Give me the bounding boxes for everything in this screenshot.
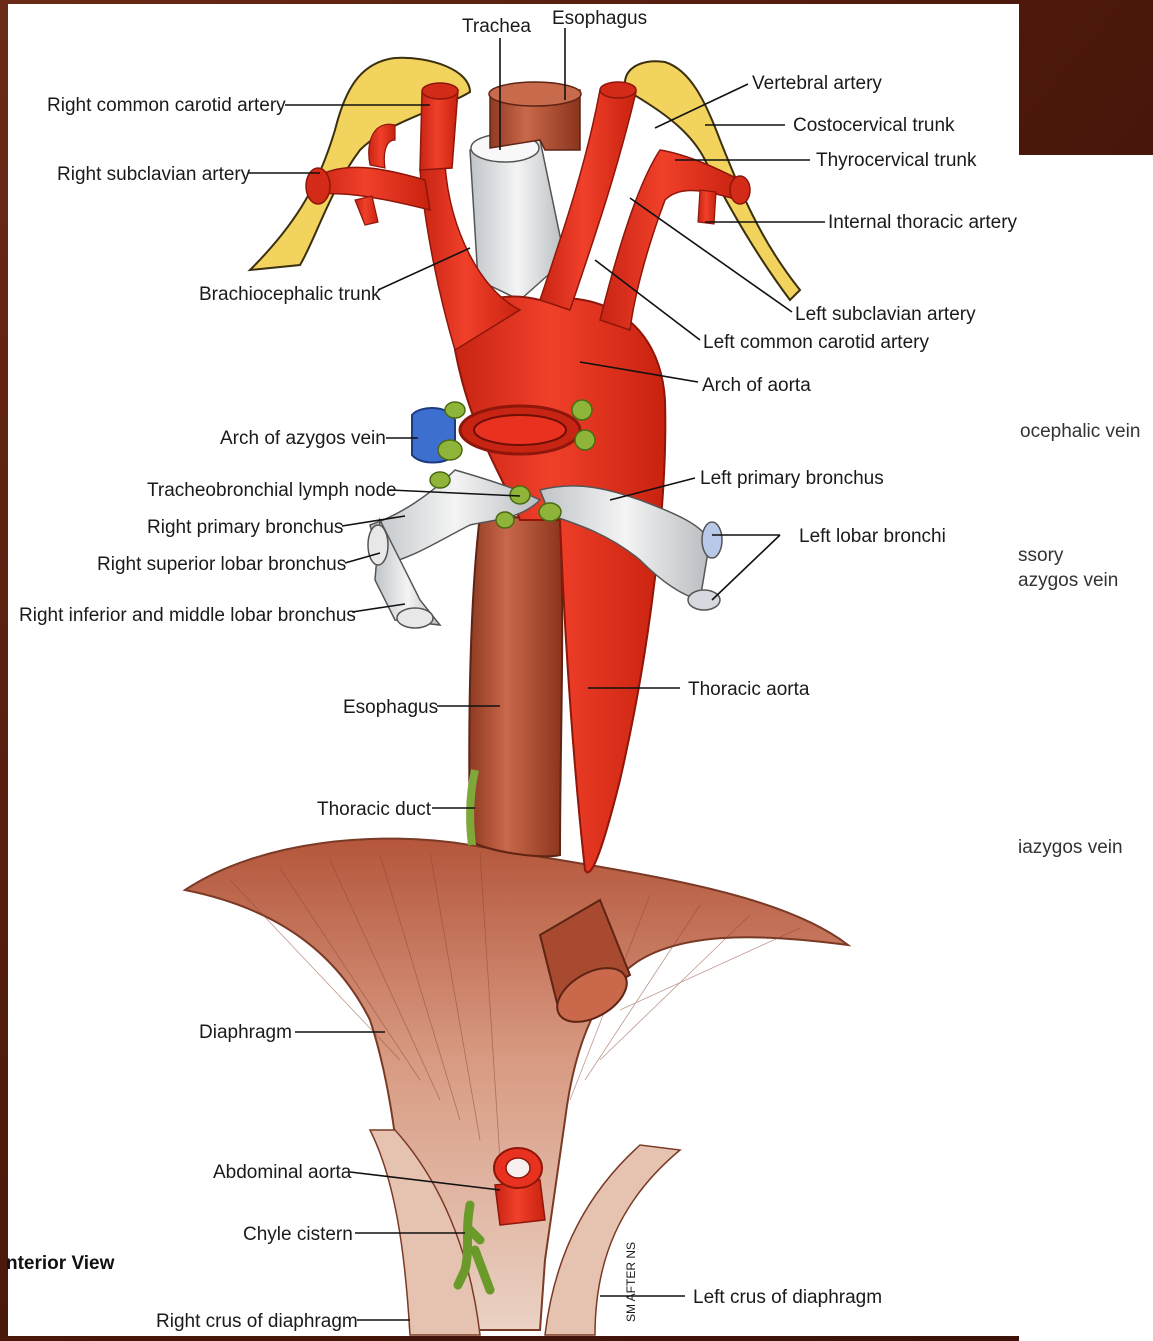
label-abdominal-aorta: Abdominal aorta [213, 1162, 352, 1183]
label-right-superior-lobar: Right superior lobar bronchus [97, 554, 346, 575]
label-left-lobar-bronchi: Left lobar bronchi [799, 526, 946, 547]
fragment-accessory-2: azygos vein [1018, 570, 1118, 591]
label-tracheobronchial-node: Tracheobronchial lymph node [147, 480, 397, 501]
label-diaphragm: Diaphragm [199, 1022, 292, 1043]
label-brachiocephalic-trunk: Brachiocephalic trunk [199, 284, 381, 305]
esophagus-top-shape [489, 82, 581, 150]
label-thyrocervical-trunk: Thyrocervical trunk [816, 150, 977, 171]
artist-signature: SM AFTER NS [624, 1242, 638, 1322]
right-text-panel [1019, 155, 1153, 1341]
label-internal-thoracic-artery: Internal thoracic artery [828, 212, 1018, 233]
label-thoracic-aorta: Thoracic aorta [688, 679, 810, 700]
label-left-common-carotid: Left common carotid artery [703, 332, 929, 353]
label-thoracic-duct: Thoracic duct [317, 799, 432, 820]
label-trachea: Trachea [462, 16, 531, 37]
fragment-accessory-1: ssory [1018, 545, 1064, 566]
label-chyle-cistern: Chyle cistern [243, 1224, 353, 1245]
label-arch-of-aorta: Arch of aorta [702, 375, 811, 396]
label-right-inferior-middle: Right inferior and middle lobar bronchus [19, 605, 356, 626]
label-right-common-carotid: Right common carotid artery [47, 95, 286, 116]
label-arch-of-azygos: Arch of azygos vein [220, 428, 386, 449]
label-left-primary-bronchus: Left primary bronchus [700, 468, 884, 489]
label-vertebral-artery: Vertebral artery [752, 73, 882, 94]
label-right-subclavian: Right subclavian artery [57, 164, 251, 185]
fragment-brachiocephalic-vein: ocephalic vein [1020, 421, 1140, 442]
label-esophagus-top: Esophagus [552, 8, 647, 29]
label-right-crus: Right crus of diaphragm [156, 1311, 358, 1332]
label-esophagus-mid: Esophagus [343, 697, 438, 718]
label-costocervical-trunk: Costocervical trunk [793, 115, 955, 136]
esophagus-shape [469, 515, 562, 856]
label-left-crus: Left crus of diaphragm [693, 1287, 882, 1308]
view-caption: nterior View [6, 1253, 115, 1274]
label-right-primary-bronchus: Right primary bronchus [147, 517, 343, 538]
label-left-subclavian: Left subclavian artery [795, 304, 976, 325]
fragment-hemiazygos: iazygos vein [1018, 837, 1123, 858]
abdominal-aorta-shape [494, 1148, 545, 1225]
